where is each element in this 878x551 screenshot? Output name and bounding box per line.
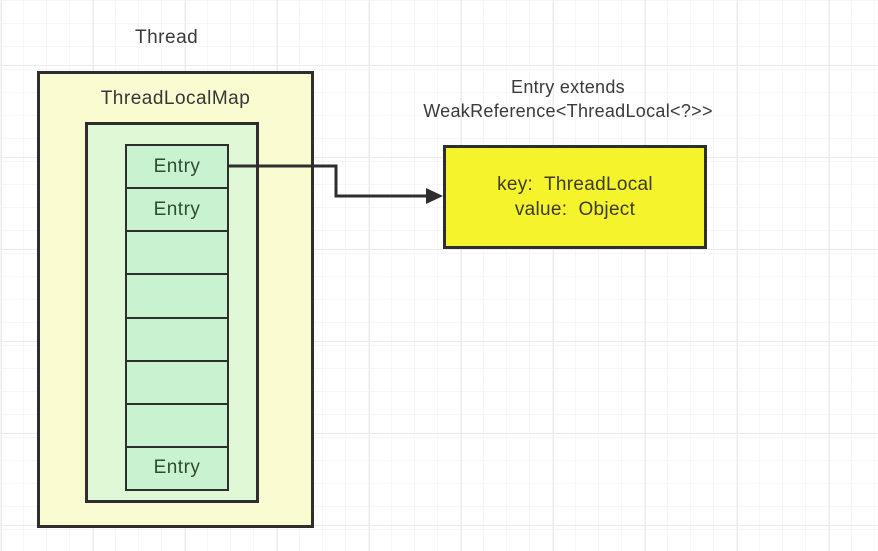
thread-label: Thread xyxy=(135,27,199,48)
arrowhead-icon xyxy=(426,188,443,204)
kv-value-line: value: Object xyxy=(514,199,636,220)
kv-key-line: key: ThreadLocal xyxy=(497,174,653,195)
entry-cell xyxy=(125,230,229,276)
entry-cell xyxy=(125,402,229,448)
entry-cell: Entry xyxy=(125,144,229,190)
entry-cell xyxy=(125,359,229,405)
threadlocalmap-title: ThreadLocalMap xyxy=(100,88,251,109)
entry-note-line1: Entry extends xyxy=(511,77,625,97)
entry-cell: Entry xyxy=(125,187,229,233)
entry-cell xyxy=(125,316,229,362)
key-value-box: key: ThreadLocal value: Object xyxy=(443,145,707,249)
entry-stack: Entry Entry Entry xyxy=(125,144,229,491)
entry-note-line2: WeakReference<ThreadLocal<?>> xyxy=(423,101,713,121)
entry-cell xyxy=(125,273,229,319)
entry-note: Entry extends WeakReference<ThreadLocal<… xyxy=(380,75,756,123)
entry-table-box: Entry Entry Entry xyxy=(85,122,259,503)
threadlocalmap-box: ThreadLocalMap Entry Entry Entry xyxy=(37,71,314,528)
entry-cell: Entry xyxy=(125,445,229,491)
